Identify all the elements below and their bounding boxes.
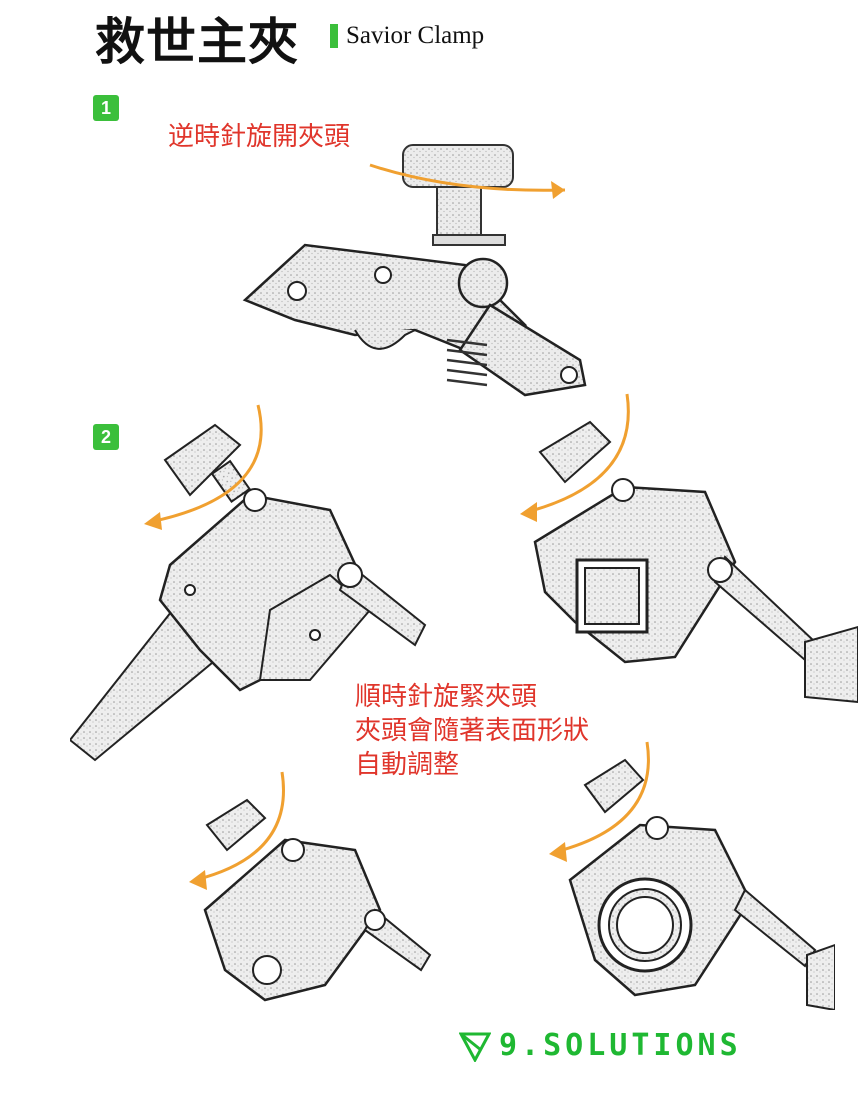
step-1-badge: 1 (93, 95, 119, 121)
clamp-round-tube-illustration (549, 741, 835, 1010)
accent-bar (330, 24, 338, 48)
step-2-instruction-line-2: 夾頭會隨著表面形狀 (355, 716, 590, 746)
brand-name: 9.SOLUTIONS (499, 1028, 742, 1063)
step-2-instruction-line-3: 自動調整 (355, 750, 460, 780)
page-subtitle: Savior Clamp (346, 22, 485, 49)
clamp-open-illustration (242, 144, 587, 397)
clamp-square-tube-illustration (520, 393, 858, 704)
step-2-badge: 2 (93, 424, 119, 450)
clamp-flat-plank-illustration (70, 404, 427, 762)
clamp-small-rod-illustration (189, 771, 432, 1002)
page-title: 救世主夾 (95, 13, 299, 71)
subtitle-group: Savior Clamp (330, 22, 484, 50)
step-2-instruction-line-1: 順時針旋緊夾頭 (355, 682, 538, 712)
brand-logo: 9.SOLUTIONS (459, 1028, 742, 1063)
step-1-instruction: 逆時針旋開夾頭 (168, 122, 351, 152)
triangle-logo-icon (459, 1032, 491, 1062)
